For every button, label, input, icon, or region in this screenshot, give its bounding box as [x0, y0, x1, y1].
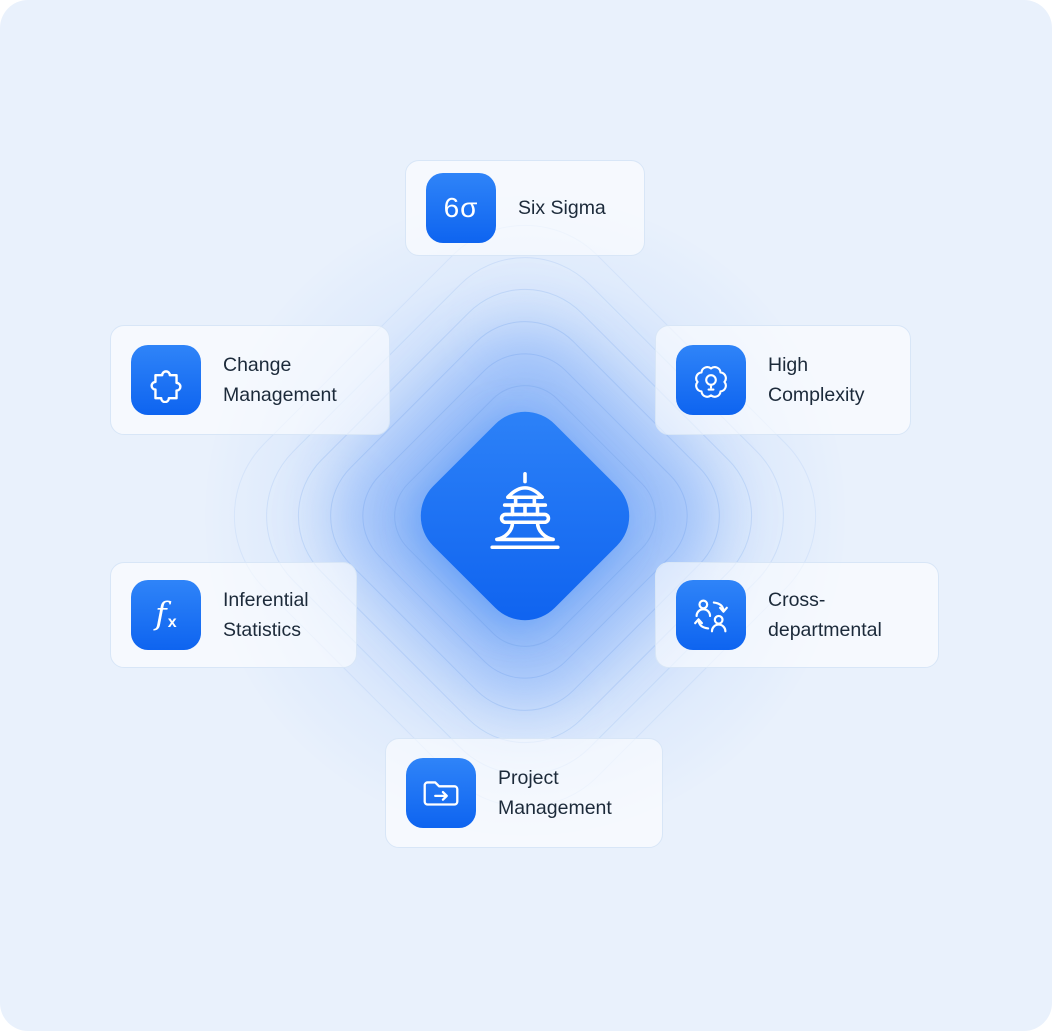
fx-glyph: f x: [155, 596, 177, 632]
card-label-cross-departmental: Cross- departmental: [768, 588, 882, 641]
puzzle-icon: [131, 345, 201, 415]
card-high-complexity: High Complexity: [655, 325, 911, 435]
card-label-project-management: Project Management: [498, 766, 612, 819]
function-fx-icon: f x: [131, 580, 201, 650]
six-sigma-icon: 6σ: [426, 173, 496, 243]
center-diamond: [403, 394, 647, 638]
card-change-management: Change Management: [110, 325, 390, 435]
people-swap-icon: [676, 580, 746, 650]
card-six-sigma: 6σ Six Sigma: [405, 160, 645, 256]
folder-arrow-icon: [406, 758, 476, 828]
card-label-six-sigma: Six Sigma: [518, 196, 606, 219]
six-sigma-glyph: 6σ: [443, 192, 479, 223]
card-inferential-statistics: f x Inferential Statistics: [110, 562, 357, 668]
card-label-change-management: Change Management: [223, 353, 337, 406]
card-label-inferential-statistics: Inferential Statistics: [223, 588, 309, 641]
brain-lightbulb-icon: [676, 345, 746, 415]
card-label-high-complexity: High Complexity: [768, 353, 865, 406]
pagoda-icon: [473, 464, 577, 568]
card-project-management: Project Management: [385, 738, 663, 848]
card-cross-departmental: Cross- departmental: [655, 562, 939, 668]
